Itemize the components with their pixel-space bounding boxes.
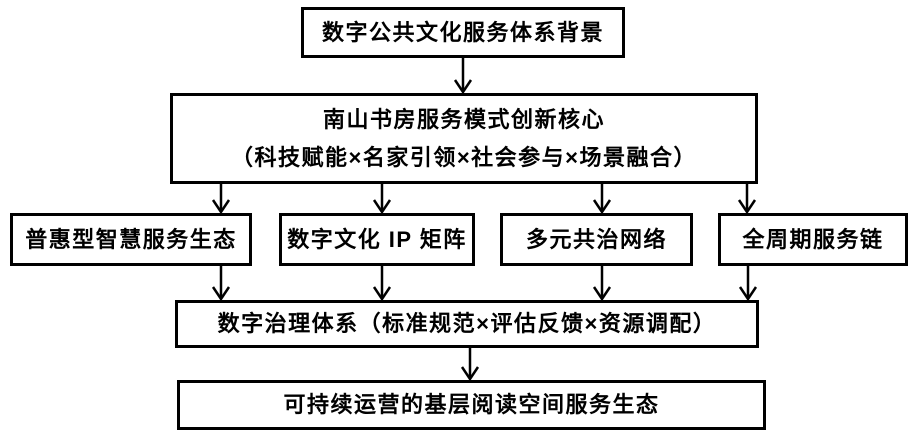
node-pillar-2: 数字文化 IP 矩阵 [279,213,475,266]
arrow-governance-to-outcome [460,348,480,382]
arrow-pillar-2-to-governance [372,266,392,302]
arrow-core-to-pillar-3 [592,184,612,215]
node-pillar-4-label: 全周期服务链 [742,226,884,252]
node-pillar-1: 普惠型智慧服务生态 [10,213,252,266]
arrow-pillar-4-to-governance [738,266,758,302]
node-pillar-4: 全周期服务链 [718,213,908,266]
node-background: 数字公共文化服务体系背景 [301,7,625,58]
node-core-line-1: 南山书房服务模式创新核心 [322,106,605,132]
node-outcome: 可持续运营的基层阅读空间服务生态 [177,380,766,430]
node-pillar-3-label: 多元共治网络 [525,226,667,252]
node-pillar-1-label: 普惠型智慧服务生态 [25,226,237,252]
node-governance: 数字治理体系（标准规范×评估反馈×资源调配） [175,300,759,348]
arrow-core-to-pillar-2 [372,184,392,215]
arrow-background-to-core [453,58,473,95]
node-governance-label: 数字治理体系（标准规范×评估反馈×资源调配） [217,311,717,337]
arrow-core-to-pillar-4 [737,184,757,215]
node-background-label: 数字公共文化服务体系背景 [321,19,604,45]
node-outcome-label: 可持续运营的基层阅读空间服务生态 [283,392,660,418]
arrow-core-to-pillar-1 [211,184,231,215]
node-core: 南山书房服务模式创新核心 （科技赋能×名家引领×社会参与×场景融合） [170,93,758,184]
node-pillar-3: 多元共治网络 [500,213,693,266]
arrow-pillar-1-to-governance [211,266,231,302]
node-pillar-2-label: 数字文化 IP 矩阵 [287,226,467,252]
arrow-pillar-3-to-governance [592,266,612,302]
node-core-line-2: （科技赋能×名家引领×社会参与×场景融合） [230,144,698,170]
